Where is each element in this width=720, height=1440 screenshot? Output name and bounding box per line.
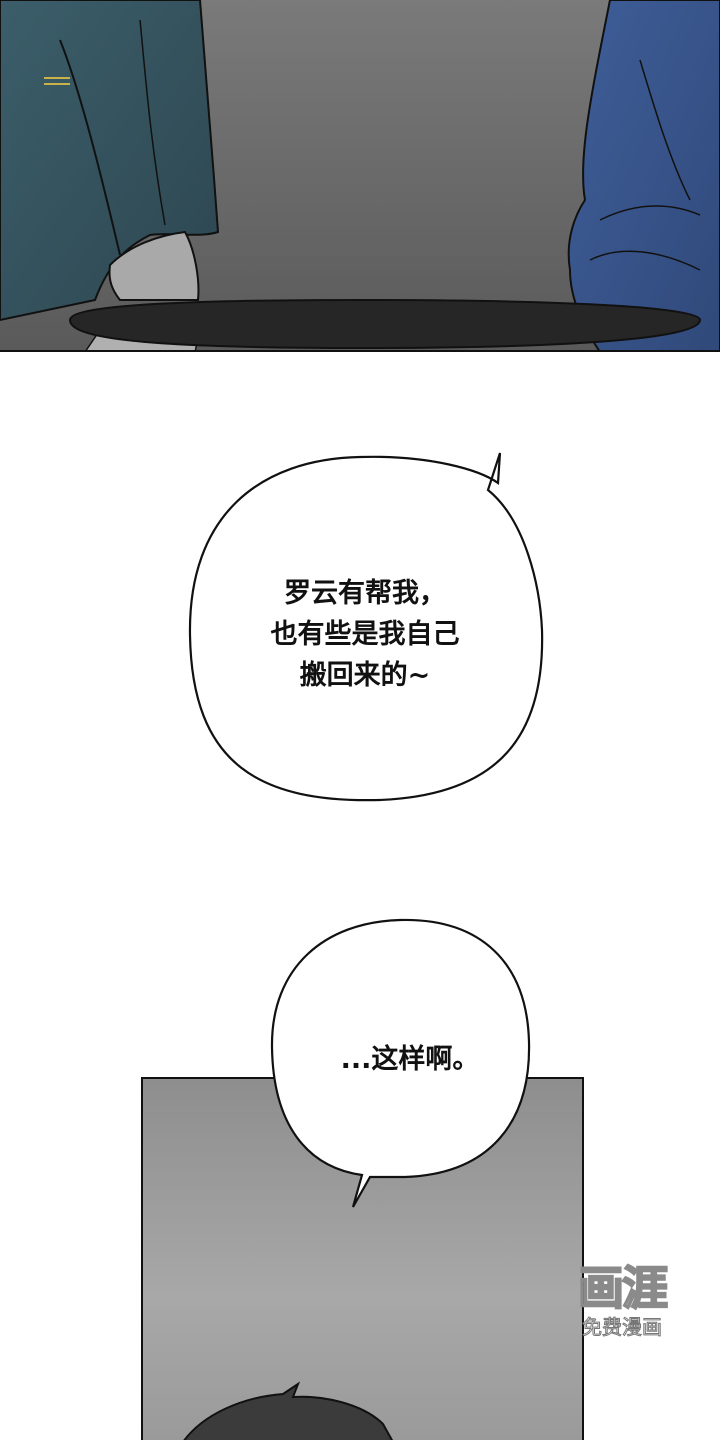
bubble1-line-2: 也有些是我自己 <box>270 619 460 650</box>
speech-bubble-2 <box>270 918 531 1208</box>
watermark-subtitle: 免费漫画 <box>582 1315 663 1340</box>
speech-bubble-1-text: 罗云有帮我， 也有些是我自己 搬回来的~ <box>240 573 490 696</box>
watermark-logo: 画涯 <box>577 1261 669 1315</box>
watermark: 画涯 免费漫画 <box>560 1261 684 1362</box>
hair <box>183 1381 394 1440</box>
bubble1-line-1: 罗云有帮我， <box>284 578 446 609</box>
table-scene-illustration <box>0 0 720 352</box>
speech-bubble-1 <box>188 452 544 802</box>
bubble1-line-3: 搬回来的~ <box>299 660 431 691</box>
bubble2-line: ...这样啊。 <box>340 1044 480 1075</box>
left-hand <box>108 230 200 301</box>
top-panel <box>0 0 720 352</box>
speech-bubble-2-text: ...这样啊。 <box>300 1040 520 1080</box>
table-top <box>68 298 702 350</box>
